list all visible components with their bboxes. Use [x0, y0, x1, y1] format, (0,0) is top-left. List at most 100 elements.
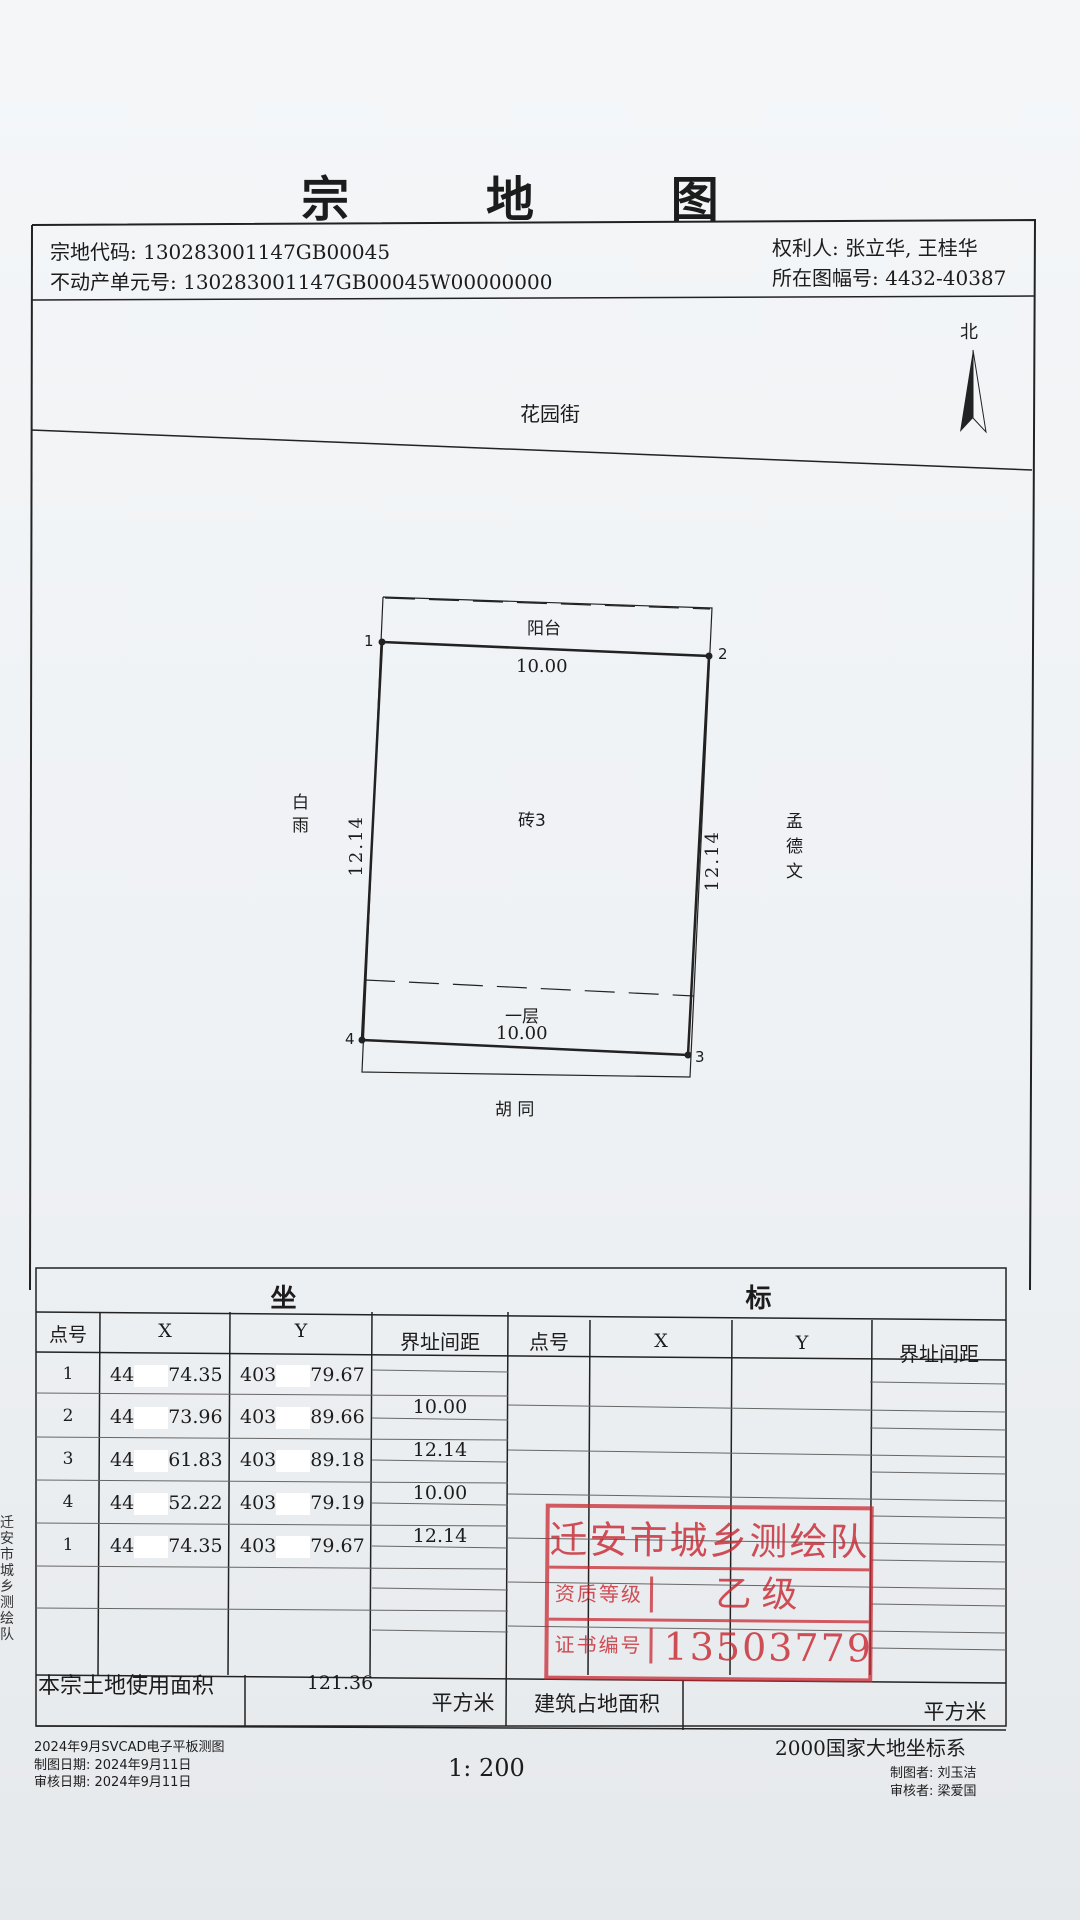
owner: 权利人: 张立华, 王桂华 — [772, 236, 978, 260]
row-x-suffix: 73.96 — [168, 1406, 223, 1428]
stamp-title: 迁安市城乡测绘队 — [549, 1513, 870, 1572]
distance-4: 12.14 — [412, 1525, 468, 1547]
row-x-prefix: 44 — [110, 1364, 135, 1386]
row-point: 1 — [62, 1535, 74, 1555]
row-y-suffix: 79.67 — [310, 1535, 365, 1557]
row-x-prefix: 44 — [110, 1535, 135, 1557]
check-date: 审核日期: 2024年9月11日 — [34, 1775, 192, 1790]
row-x-suffix: 61.83 — [168, 1449, 223, 1471]
street-label-top: 花园街 — [520, 402, 580, 426]
document-title: 宗 地 图 — [301, 172, 779, 228]
header-y-2: Y — [795, 1332, 809, 1354]
redaction-mask — [134, 1536, 169, 1558]
point-label-2: 2 — [718, 645, 728, 663]
top-edge-length: 10.00 — [516, 656, 568, 677]
row-point: 1 — [62, 1364, 74, 1384]
stamp-cert-label: 证书编号 — [554, 1626, 653, 1664]
area-label: 本宗土地使用面积 — [38, 1674, 215, 1699]
row-x: 44 74.35 — [100, 1535, 240, 1558]
bottom-edge-length: 10.00 — [496, 1023, 548, 1044]
row-x-suffix: 74.35 — [168, 1535, 223, 1557]
north-label: 北 — [960, 322, 978, 343]
row-x-suffix: 74.35 — [168, 1364, 223, 1386]
header-point: 点号 — [48, 1324, 87, 1346]
left-edge-length: 12.14 — [346, 815, 367, 877]
row-y-suffix: 79.19 — [310, 1492, 365, 1514]
redaction-mask — [276, 1493, 311, 1515]
stamp-grade-value: 乙级 — [715, 1574, 808, 1616]
header-distance: 界址间距 — [400, 1330, 480, 1354]
row-x-suffix: 52.22 — [168, 1492, 223, 1514]
building-area-label: 建筑占地面积 — [534, 1692, 660, 1716]
row-point: 2 — [62, 1406, 74, 1426]
point-label-1: 1 — [364, 632, 374, 650]
distance-2: 12.14 — [412, 1439, 468, 1461]
boundary-point-3 — [684, 1051, 692, 1059]
row-x: 44 52.22 — [100, 1492, 240, 1515]
row-y: 403 79.67 — [230, 1364, 382, 1387]
redaction-mask — [276, 1407, 311, 1429]
redaction-mask — [134, 1450, 169, 1472]
row-y: 403 89.66 — [230, 1406, 382, 1429]
row-y: 403 89.18 — [230, 1449, 382, 1472]
header-distance-2: 界址间距 — [899, 1342, 979, 1366]
row-y-suffix: 89.66 — [310, 1406, 365, 1428]
row-y-suffix: 89.18 — [310, 1449, 365, 1471]
row-point: 3 — [62, 1449, 74, 1469]
row-y-prefix: 403 — [240, 1449, 277, 1471]
redaction-mask — [276, 1365, 311, 1387]
row-y-prefix: 403 — [240, 1535, 277, 1557]
stamp-grade-label: 资质等级 — [554, 1575, 654, 1613]
row-y-suffix: 79.67 — [310, 1364, 365, 1386]
row-point: 4 — [62, 1492, 74, 1512]
row-y-prefix: 403 — [240, 1406, 277, 1428]
right-edge-length: 12.14 — [702, 830, 723, 892]
row-x-prefix: 44 — [110, 1406, 135, 1428]
south-lane-label: 胡 同 — [495, 1100, 535, 1120]
header-x-2: X — [654, 1330, 668, 1352]
redaction-mask — [276, 1536, 311, 1558]
row-y-prefix: 403 — [240, 1364, 277, 1386]
boundary-point-2 — [705, 652, 713, 660]
floor-label: 一层 — [505, 1007, 539, 1027]
row-y-prefix: 403 — [240, 1492, 277, 1514]
drawer-name: 制图者: 刘玉洁 — [890, 1766, 977, 1781]
row-x: 44 74.35 — [100, 1364, 240, 1387]
area-value: 121.36 — [306, 1672, 374, 1694]
balcony-label: 阳台 — [527, 619, 561, 639]
draw-date: 制图日期: 2024年9月11日 — [34, 1758, 192, 1773]
structure-label: 砖3 — [518, 811, 546, 831]
surveyor-stamp: 迁安市城乡测绘队 资质等级 乙级 证书编号 13503779 — [544, 1503, 874, 1683]
redaction-mask — [134, 1365, 169, 1387]
building-area-unit: 平方米 — [923, 1700, 987, 1724]
east-neighbor-label: 孟德文 — [782, 812, 802, 887]
row-x: 44 73.96 — [100, 1406, 240, 1429]
row-y: 403 79.19 — [230, 1492, 382, 1515]
point-label-3: 3 — [695, 1048, 705, 1066]
boundary-point-4 — [358, 1036, 366, 1044]
header-x: X — [158, 1320, 172, 1342]
row-x: 44 61.83 — [100, 1449, 240, 1472]
side-stamp: 迁安市城乡测绘队 — [0, 1515, 14, 1643]
row-x-prefix: 44 — [110, 1449, 135, 1471]
stamp-cert-value: 13503779 — [663, 1624, 874, 1671]
distance-1: 10.00 — [412, 1396, 468, 1418]
checker-name: 审核者: 梁爱国 — [890, 1784, 977, 1799]
coordinate-system: 2000国家大地坐标系 — [775, 1736, 966, 1760]
distance-3: 10.00 — [412, 1482, 468, 1504]
header-y: Y — [294, 1320, 308, 1342]
map-scale: 1: 200 — [448, 1754, 525, 1782]
unit-number: 不动产单元号: 130283001147GB00045W00000000 — [50, 270, 553, 294]
boundary-point-1 — [378, 638, 386, 646]
header-point-2: 点号 — [529, 1330, 569, 1354]
survey-method: 2024年9月SVCAD电子平板测图 — [34, 1740, 225, 1755]
redaction-mask — [276, 1450, 311, 1472]
point-label-4: 4 — [345, 1030, 355, 1048]
area-unit: 平方米 — [431, 1691, 495, 1715]
row-x-prefix: 44 — [110, 1492, 135, 1514]
redaction-mask — [134, 1407, 169, 1429]
coords-title: 坐 标 — [270, 1284, 992, 1314]
west-neighbor-label: 白雨 — [288, 793, 308, 839]
